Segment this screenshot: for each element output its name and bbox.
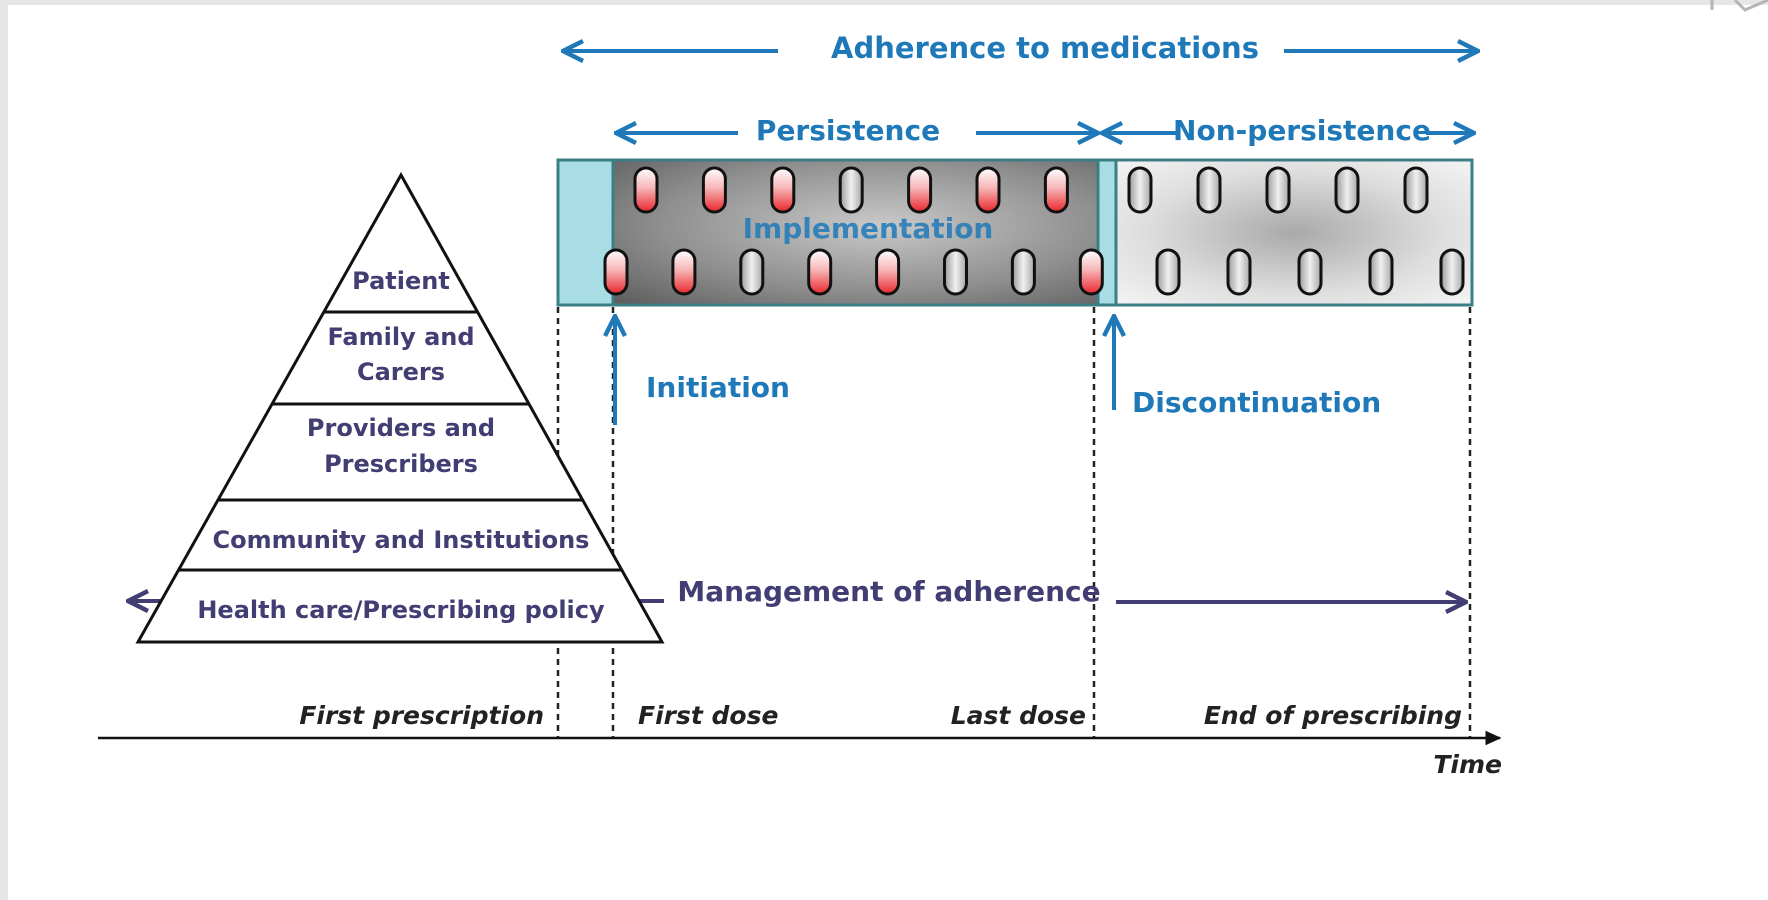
management-label: Management of adherence — [677, 575, 1100, 608]
pill-missed — [1226, 248, 1252, 296]
pill-taken — [875, 248, 901, 296]
pill-missed — [1010, 248, 1036, 296]
pyramid-level-providers: Providers and — [307, 414, 495, 442]
adherence-label: Adherence to medications — [831, 31, 1259, 65]
non-persistence-label: Non-persistence — [1173, 114, 1431, 147]
corner-fragment — [1733, 0, 1768, 12]
adherence-pyramid: Patient Family and Carers Providers and … — [135, 171, 665, 644]
pill-taken — [1043, 166, 1069, 214]
initiation-label: Initiation — [646, 371, 790, 404]
pill-missed — [1265, 166, 1291, 214]
pyramid-level-health-care: Health care/Prescribing policy — [197, 596, 605, 624]
last-dose-label: Last dose — [951, 701, 1086, 730]
first-dose-label: First dose — [638, 701, 778, 730]
end-of-prescribing-label: End of prescribing — [1204, 701, 1462, 730]
pill-missed — [1127, 166, 1153, 214]
pill-layer — [603, 166, 1465, 296]
pyramid-level-family: Carers — [357, 358, 445, 386]
pyramid-level-community: Community and Institutions — [213, 526, 590, 554]
first-prescription-label: First prescription — [299, 701, 544, 730]
pill-missed — [943, 248, 968, 296]
time-label: Time — [1433, 750, 1502, 779]
persistence-label: Persistence — [756, 114, 940, 147]
pill-taken — [907, 166, 933, 214]
pill-missed — [1196, 166, 1222, 214]
pill-taken — [807, 248, 833, 296]
pill-missed — [1297, 248, 1323, 296]
pill-missed — [1155, 248, 1181, 296]
pill-taken — [633, 166, 659, 214]
pyramid-level-patient: Patient — [352, 267, 450, 295]
pyramid-level-family: Family and — [327, 323, 474, 351]
pill-taken — [671, 248, 697, 296]
pill-taken — [770, 166, 796, 214]
discontinuation-label: Discontinuation — [1132, 386, 1381, 419]
medication-band: Implementation — [556, 158, 1474, 307]
pill-missed — [1368, 248, 1394, 296]
pill-taken — [603, 248, 629, 296]
pill-taken — [701, 166, 727, 214]
pill-taken — [975, 166, 1001, 214]
pill-missed — [838, 166, 864, 214]
pill-missed — [1403, 166, 1429, 214]
pyramid-outline — [135, 171, 665, 644]
pill-missed — [1439, 248, 1465, 296]
pyramid-level-providers: Prescribers — [324, 450, 478, 478]
implementation-label: Implementation — [743, 212, 994, 245]
pill-missed — [1334, 166, 1360, 214]
pill-missed — [739, 248, 765, 296]
pill-taken — [1078, 248, 1104, 296]
